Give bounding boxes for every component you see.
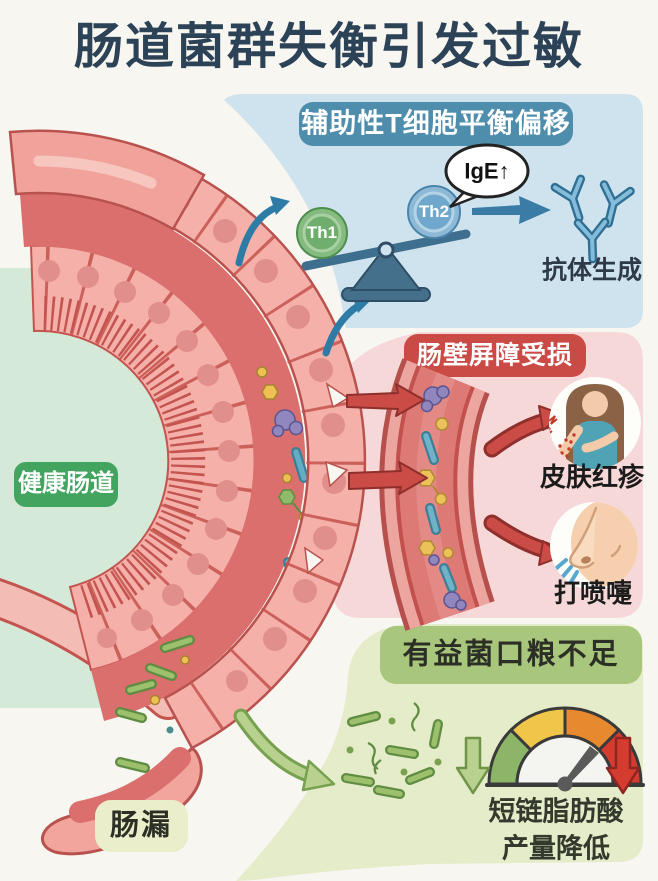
scfa-header: 有益菌口粮不足	[402, 638, 620, 671]
seesaw-balance	[301, 229, 471, 302]
scratching-arm	[581, 431, 619, 453]
antibody-label: 抗体生成	[541, 256, 643, 285]
gauge-pivot	[557, 776, 573, 792]
gut-top-highlight	[33, 155, 157, 189]
gauge-needle	[559, 746, 599, 788]
inner-cell-nuclei	[38, 260, 240, 648]
toxin-hexagon	[261, 384, 279, 400]
scattered-bacteria	[341, 702, 443, 799]
barrier-header-pill	[404, 334, 586, 377]
red-arrow-leak-1	[346, 383, 425, 417]
seesaw-pivot	[377, 241, 395, 259]
page-title: 肠道菌群失衡引发过敏	[73, 19, 585, 74]
irritation-mark	[549, 415, 558, 425]
blue-arrow-1	[235, 204, 279, 267]
ige-speech-bubble	[444, 143, 530, 209]
bacteria-dots	[346, 717, 442, 776]
scfa-scene	[233, 702, 645, 799]
gut-top-cap	[8, 129, 206, 231]
gut-tail-inner	[69, 747, 191, 823]
barrier-scene	[346, 358, 641, 631]
gut-red-band	[20, 193, 306, 721]
th1-cell	[296, 207, 348, 259]
leak-arrow-head	[301, 759, 336, 792]
seesaw-fulcrum	[349, 244, 423, 291]
leaky-gut-label: 肠漏	[109, 809, 173, 842]
blue-arrow-1-head	[270, 196, 290, 215]
th-balance-scene	[235, 143, 635, 357]
blue-block-arrow	[472, 196, 551, 224]
leaky-gut-pill	[95, 800, 188, 852]
healthy-gut-label: 健康肠道	[18, 470, 114, 498]
bacteria-squiggles	[367, 702, 420, 775]
scfa-label-line1: 短链脂肪酸	[488, 796, 624, 827]
nostril	[581, 556, 591, 564]
outer-cell-ring	[26, 134, 367, 750]
rash-dots	[558, 433, 576, 458]
purple-microbe-cluster	[271, 409, 304, 438]
th-balance-header-pill	[299, 102, 573, 146]
red-arrow-leak-2	[348, 461, 428, 495]
sneeze-label: 打喷嚏	[553, 578, 633, 609]
green-hexagon	[278, 489, 296, 505]
th-balance-header: 辅助性T细胞平衡偏移	[301, 108, 571, 139]
nose-profile	[569, 506, 598, 569]
blue-arrow-2	[322, 302, 362, 357]
sneeze-nose-icon	[550, 502, 638, 590]
scfa-label-line2: 产量降低	[502, 833, 610, 864]
down-arrow-red	[605, 736, 641, 795]
barrier-cracks	[304, 382, 350, 575]
woman-face	[582, 391, 608, 417]
th2-label: Th2	[418, 202, 450, 222]
purple-allergen-cluster	[443, 591, 467, 611]
skin-rash-icon	[549, 377, 641, 469]
panel-scfa	[236, 624, 643, 881]
barrier-header: 肠壁屏障受损	[416, 341, 574, 370]
ige-bubble-label: IgE↑	[464, 158, 510, 184]
vessel-particles	[416, 385, 467, 611]
th1-label: Th1	[306, 223, 338, 243]
inner-cell-dividers	[42, 246, 256, 666]
green-rod-bacteria	[115, 635, 195, 773]
scfa-header-pill	[380, 626, 642, 684]
down-arrow-green	[455, 736, 491, 795]
intestine-illustration	[0, 129, 367, 856]
th2-cell	[407, 185, 461, 239]
purple-allergen-cluster	[420, 385, 450, 413]
skin-rash-label: 皮肤红疹	[539, 462, 645, 493]
antibody-icons	[550, 174, 635, 264]
healthy-gut-pill	[14, 462, 118, 507]
